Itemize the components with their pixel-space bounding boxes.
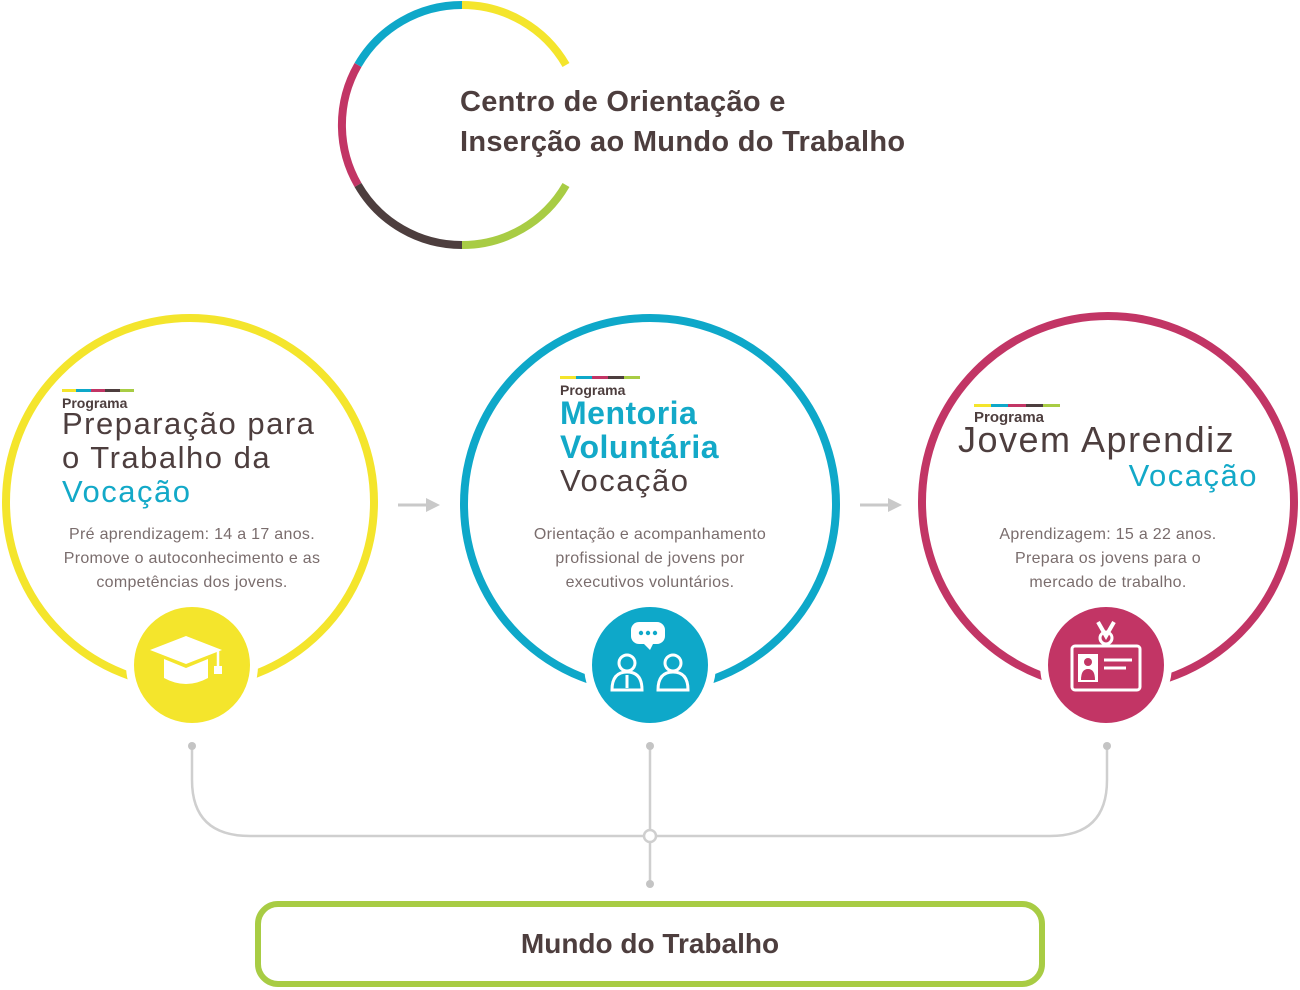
description-line: profissional de jovens por	[555, 550, 745, 567]
description-line: Aprendizagem: 15 a 22 anos.	[999, 526, 1217, 543]
program-1-heading: Programa Preparação para o Trabalho da V…	[62, 389, 315, 509]
program-brand: Vocação	[1128, 458, 1258, 493]
program-brand: Vocação	[62, 474, 192, 509]
program-1-description: Pré aprendizagem: 14 a 17 anos. Promove …	[20, 523, 364, 595]
color-stripe	[560, 376, 640, 379]
description-line: Orientação e acompanhamento	[533, 526, 767, 543]
program-2-heading: Programa Mentoria Voluntária Vocação	[560, 376, 719, 498]
arrow-icon	[860, 498, 902, 512]
graduation-cap-icon	[150, 636, 222, 684]
program-name-line: Jovem Aprendiz	[958, 419, 1236, 460]
program-name-line: Preparação para	[62, 406, 316, 441]
program-label: Programa	[62, 395, 128, 411]
color-stripe	[62, 389, 135, 392]
program-3-heading: Programa Jovem Aprendiz Vocação	[958, 404, 1258, 494]
id-badge-icon	[1070, 621, 1142, 692]
description-line: Promove o autoconhecimento e as	[63, 550, 321, 567]
mentoring-people-icon	[610, 622, 690, 692]
description-line: mercado de trabalho.	[1029, 574, 1187, 591]
program-label: Programa	[974, 409, 1045, 426]
header-ring	[337, 0, 570, 250]
program-name-line: o Trabalho da	[62, 440, 272, 475]
icon-disc-2	[584, 599, 716, 731]
program-brand: Vocação	[560, 463, 690, 498]
title-line-1: Centro de Orientação e	[460, 86, 786, 118]
program-name-line: Voluntária	[560, 429, 720, 465]
page-title: Centro de Orientação e Inserção ao Mundo…	[460, 82, 905, 162]
program-label: Programa	[560, 382, 626, 398]
icon-disc-3	[1040, 599, 1172, 731]
connector-dots	[188, 742, 1111, 888]
mundo-do-trabalho-label: Mundo do Trabalho	[520, 928, 780, 959]
bottom-box	[255, 901, 1045, 987]
program-3-description: Aprendizagem: 15 a 22 anos. Prepara os j…	[958, 523, 1258, 595]
program-2-description: Orientação e acompanhamento profissional…	[490, 523, 810, 595]
title-line-2: Inserção ao Mundo do Trabalho	[460, 126, 906, 158]
icon-disc-1	[126, 599, 258, 731]
description-line: Prepara os jovens para o	[1015, 550, 1201, 567]
arrow-icon	[398, 498, 440, 512]
program-name-line: Mentoria	[560, 395, 698, 431]
description-line: executivos voluntários.	[565, 574, 735, 591]
junction-node	[642, 828, 658, 844]
connector-lines	[190, 746, 1109, 884]
color-stripe	[974, 404, 1061, 407]
description-line: competências dos jovens.	[96, 574, 288, 591]
description-line: Pré aprendizagem: 14 a 17 anos.	[69, 526, 315, 543]
